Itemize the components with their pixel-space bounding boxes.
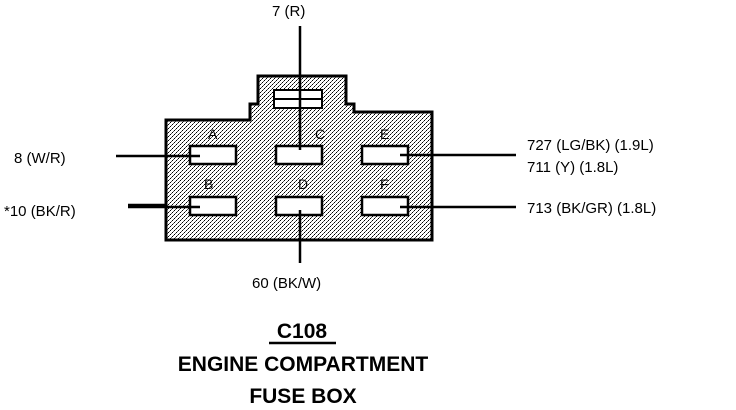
pin-letters: A C E B D F bbox=[204, 126, 389, 192]
pin-letter-f: F bbox=[380, 176, 389, 192]
wire-label-right-upper-2: 711 (Y) (1.8L) bbox=[527, 159, 618, 176]
wires bbox=[116, 26, 516, 263]
pin-letter-b: B bbox=[204, 176, 213, 192]
wire-label-top: 7 (R) bbox=[272, 3, 305, 20]
pin-letter-c: C bbox=[315, 126, 325, 142]
connector-id: C108 bbox=[277, 320, 328, 343]
pin-letter-a: A bbox=[208, 126, 218, 142]
wire-labels: 7 (R) 8 (W/R) *10 (BK/R) 60 (BK/W) 727 (… bbox=[4, 3, 656, 292]
pin-letter-e: E bbox=[380, 126, 389, 142]
connector-name-line1: ENGINE COMPARTMENT bbox=[178, 353, 429, 376]
wire-label-left-lower: *10 (BK/R) bbox=[4, 203, 76, 220]
pin-terminals bbox=[188, 144, 410, 217]
connector-name-line2: FUSE BOX bbox=[249, 385, 356, 408]
wire-label-right-upper-1: 727 (LG/BK) (1.9L) bbox=[527, 137, 654, 154]
wire-label-right-lower: 713 (BK/GR) (1.8L) bbox=[527, 200, 656, 217]
wire-label-left-upper: 8 (W/R) bbox=[14, 150, 66, 167]
wire-label-bottom: 60 (BK/W) bbox=[252, 275, 321, 292]
pin-letter-d: D bbox=[298, 176, 308, 192]
connector-title-block: C108 ENGINE COMPARTMENT FUSE BOX bbox=[178, 320, 429, 408]
